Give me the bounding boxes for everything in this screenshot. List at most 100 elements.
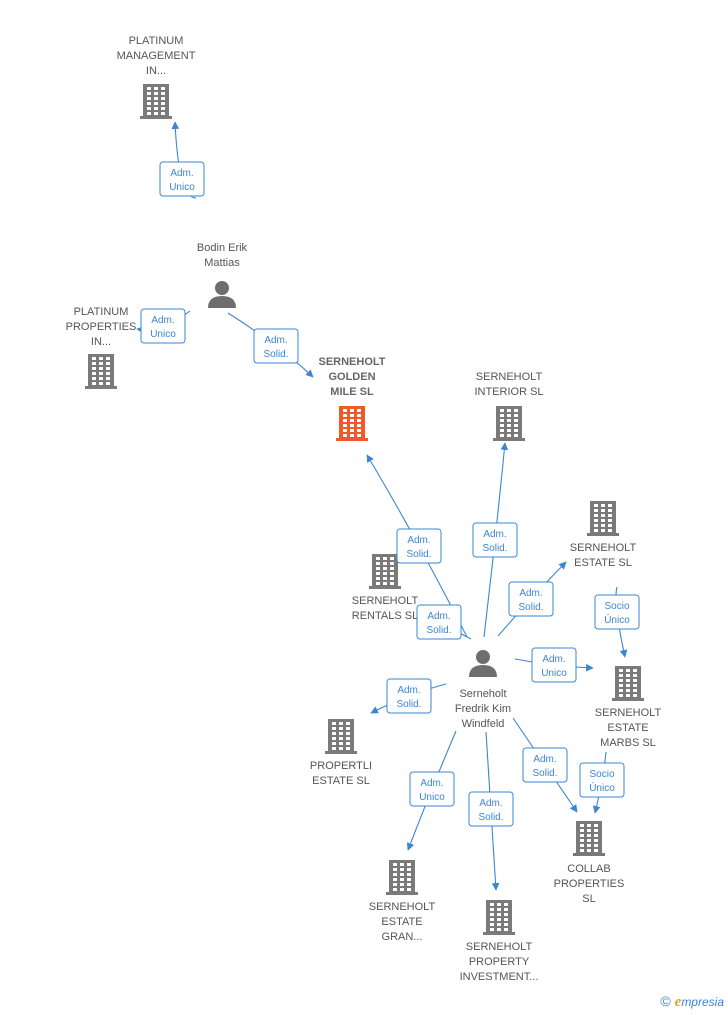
building-icon [483,900,515,935]
brand-logo-text: mpresia [681,995,724,1009]
edge-label-text: Solid. [482,543,507,554]
edge-label-text: Solid. [532,768,557,779]
node-label: SERNEHOLT [466,941,533,953]
node-label: INTERIOR SL [474,386,543,398]
edge-label-text: Unico [169,182,195,193]
edge-label-text: Socio [604,601,629,612]
node-platinum-management[interactable]: PLATINUM MANAGEMENT IN... [117,35,196,119]
node-serneholt-interior[interactable]: SERNEHOLT INTERIOR SL [474,371,544,441]
edge-label-badge[interactable]: Adm. Solid. [396,528,442,564]
node-label: PLATINUM [129,35,184,47]
node-label: COLLAB [567,863,610,875]
building-icon [369,554,401,589]
edge-label-badge[interactable]: Adm. Unico [140,308,186,344]
edge-label-text: Solid. [426,625,451,636]
node-collab-properties[interactable]: COLLAB PROPERTIES SL [554,821,625,905]
edge-label-text: Adm. [151,315,174,326]
footer-brand: ©empresia [660,993,724,1011]
node-serneholt-property-investment[interactable]: SERNEHOLTPROPERTYINVESTMENT... [460,900,539,983]
person-icon [208,281,236,308]
node-propertli-estate[interactable]: PROPERTLI ESTATE SL [310,719,372,787]
node-label: Mattias [204,257,240,269]
node-label: ESTATE [381,916,422,928]
edge-label-badge[interactable]: Adm. Unico [531,647,577,683]
edge-label-text: Adm. [407,535,430,546]
edge-label-text: Adm. [542,654,565,665]
building-icon [336,406,368,441]
node-serneholt-estate[interactable]: SERNEHOLT ESTATE SL [570,501,637,569]
edge-label-text: Solid. [478,812,503,823]
node-label: ESTATE SL [574,557,632,569]
edge-label-text: Solid. [396,699,421,710]
node-label: MANAGEMENT [117,50,196,62]
node-label: IN... [146,65,166,77]
edge-label-text: Solid. [263,349,288,360]
copyright-icon: © [660,993,671,1009]
building-icon [85,354,117,389]
node-label: PLATINUM [74,306,129,318]
edge-label-badge[interactable]: Adm. Solid. [416,604,462,640]
edge-label-text: Unico [150,329,176,340]
edge-label-badge[interactable]: Adm. Solid. [472,522,518,558]
edge-label-badge[interactable]: Adm. Unico [409,771,455,807]
node-label: PROPERTLI [310,760,372,772]
edge-label-badge[interactable]: Adm. Solid. [386,678,432,714]
node-label: IN... [91,336,111,348]
brand-logo-initial: e [674,994,682,1010]
node-label: SERNEHOLT [318,356,385,368]
node-label: SERNEHOLT [595,707,662,719]
edge-label-text: Adm. [170,168,193,179]
node-label: MARBS SL [600,737,656,749]
node-label: RENTALS SL [352,610,418,622]
node-serneholt-estate-marbs[interactable]: SERNEHOLT ESTATE MARBS SL [595,666,662,749]
building-icon [386,860,418,895]
building-icon [140,84,172,119]
node-label: SERNEHOLT [369,901,436,913]
edge-label-badge[interactable]: Adm. Solid. [253,328,299,364]
edge-label-text: Adm. [519,588,542,599]
node-label: ESTATE SL [312,775,370,787]
node-label: Serneholt [459,688,506,700]
building-icon [325,719,357,754]
node-label: SERNEHOLT [476,371,543,383]
node-serneholt-estate-gran[interactable]: SERNEHOLTESTATEGRAN... [369,860,436,943]
building-icon [493,406,525,441]
edge-label-text: Unico [541,668,567,679]
edge-label-text: Solid. [518,602,543,613]
node-label: ESTATE [607,722,648,734]
edge-label-text: Adm. [397,685,420,696]
person-icon [469,650,497,677]
edge-label-text: Adm. [483,529,506,540]
edge-label-text: Adm. [427,611,450,622]
edge-label-badge[interactable]: Adm. Solid. [508,581,554,617]
edge-label-text: Adm. [533,754,556,765]
edge-label-text: Solid. [406,549,431,560]
node-label: PROPERTIES [554,878,625,890]
edge-label-text: Adm. [479,798,502,809]
node-label: Bodin Erik [197,242,248,254]
node-label: SERNEHOLT [570,542,637,554]
edge-label-text: Adm. [264,335,287,346]
edge-label-text: Adm. [420,778,443,789]
node-label: SL [582,893,595,905]
node-platinum-properties[interactable]: PLATINUMPROPERTIESIN... [66,306,137,389]
edge-label-badge[interactable]: Adm. Solid. [468,791,514,827]
edge-label-badge[interactable]: Adm. Solid. [522,747,568,783]
building-icon [573,821,605,856]
edge-label-text: Único [604,613,630,626]
edge-label-text: Unico [419,792,445,803]
node-label: MILE SL [330,386,374,398]
node-label: Fredrik Kim [455,703,511,715]
node-label: SERNEHOLT [352,595,419,607]
edge-label-badge[interactable]: Adm. Unico [159,161,205,197]
node-label: PROPERTY [469,956,530,968]
building-icon [587,501,619,536]
node-serneholt-rentals[interactable]: SERNEHOLT RENTALS SL [352,554,419,622]
node-label: Windfeld [462,718,505,730]
